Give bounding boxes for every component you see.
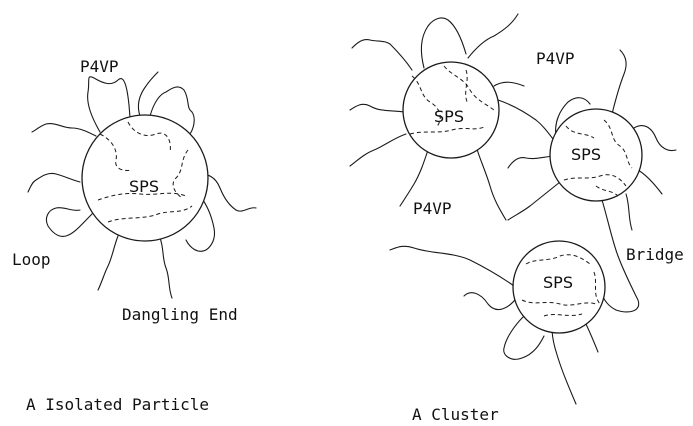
loop-label: Loop	[12, 250, 51, 269]
dangling-end-label: Dangling End	[122, 305, 238, 324]
dangling-chain-top	[138, 72, 158, 116]
cluster-shell-label-left: P4VP	[413, 199, 452, 218]
cluster-particle-1-core-label: SPS	[434, 107, 464, 126]
loop-chain-left	[46, 208, 92, 237]
cluster-caption: A Cluster	[412, 405, 499, 424]
cluster-shell-label-top: P4VP	[536, 49, 575, 68]
dangling-chain-left	[28, 173, 80, 192]
bridge-label: Bridge	[626, 245, 684, 264]
isolated-particle: SPS P4VP Loop Dangling End A Isolated Pa…	[12, 57, 256, 414]
isolated-particle-core-label: SPS	[129, 177, 159, 196]
cluster: SPS SPS SPS P4VP P4VP Bridge A Cluster	[350, 14, 684, 424]
isolated-particle-caption: A Isolated Particle	[26, 395, 209, 414]
dangling-chain-bottom-left	[98, 236, 118, 290]
dangling-chain-bottom-right	[160, 238, 172, 298]
isolated-particle-shell-label: P4VP	[80, 57, 119, 76]
cluster-particle-3-core-label: SPS	[543, 273, 573, 292]
cluster-particle-2-core-label: SPS	[571, 145, 601, 164]
dangling-chain-upper-left	[32, 124, 96, 136]
